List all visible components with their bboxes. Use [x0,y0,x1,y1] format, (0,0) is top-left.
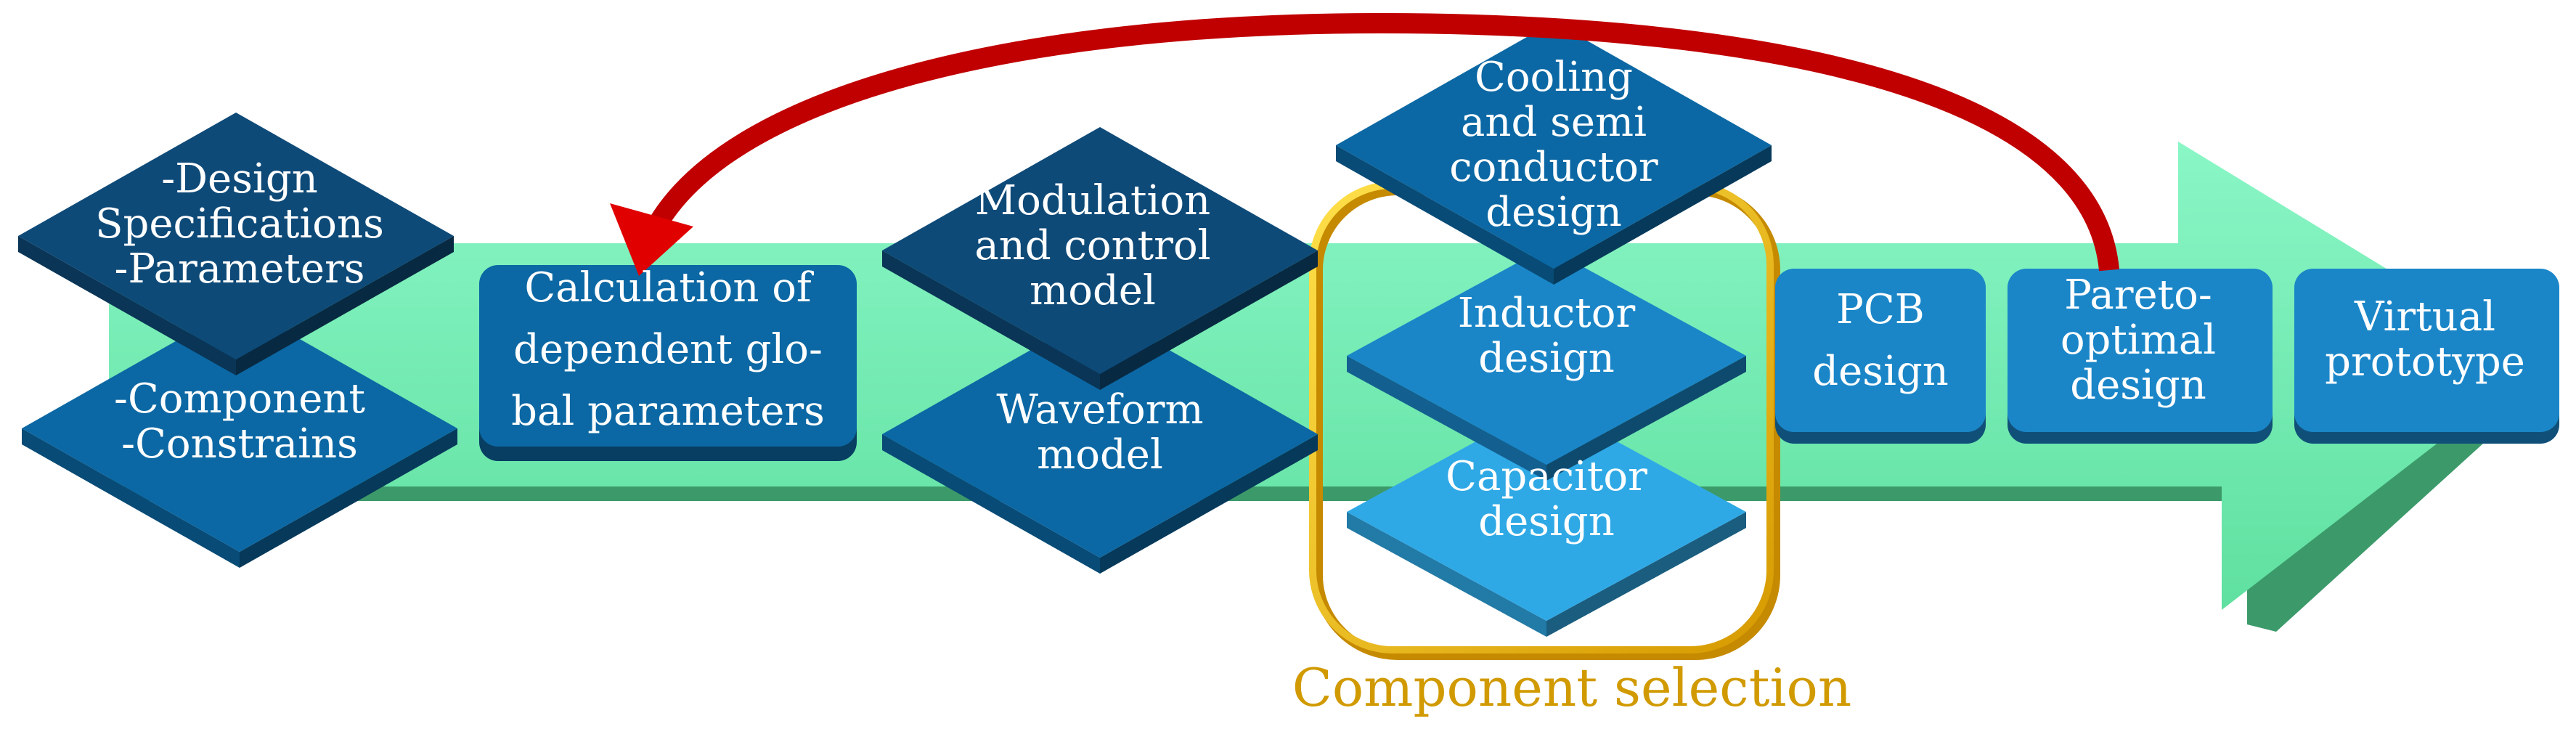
pareto-block-face [2008,269,2273,432]
cooling-label-line: conductor [1449,144,1658,191]
pcb-label: PCB design [1812,286,1949,395]
waveform-label-line: Waveform [996,386,1203,433]
modulation-label-line: model [1030,267,1156,314]
feedback-arrow [610,12,2119,276]
cooling-label-line: design [1485,189,1622,236]
global-params-label: Calculation of dependent glo-bal paramete… [511,264,825,435]
pcb-block-face [1775,269,1986,432]
component-constraints-block-top [22,305,457,552]
cooling-block-side-left [1336,145,1554,285]
waveform-block [882,311,1318,574]
waveform-block-side-left [882,434,1100,574]
pareto-block [2008,269,2273,444]
feedback-arrow-head [610,203,693,276]
waveform-label-line: model [1037,431,1163,478]
cooling-label-line: Cooling [1475,54,1633,101]
component-constraints-label-line: -Component [114,375,365,423]
virtual-prototype-label-line: prototype [2325,338,2525,386]
global-params-label-line: dependent glo- [513,326,823,373]
inductor-label-line: design [1478,335,1615,382]
cooling-block-top [1336,22,1772,269]
inductor-block-side-right [1546,356,1746,481]
component-constraints-label: -Component-Constrains [114,375,365,468]
modulation-label-line: and control [974,222,1210,269]
pcb-label-line: PCB [1836,286,1925,333]
component-constraints-block-side-left [22,428,240,568]
component-constraints-block-side-right [240,428,457,568]
capacitor-block-side-left [1347,512,1546,637]
capacitor-label-line: design [1478,498,1615,545]
modulation-block-side-left [882,251,1100,390]
pareto-label-line: Pareto- [2064,272,2212,319]
capacitor-block [1347,403,1746,637]
inductor-block-top [1347,247,1746,465]
cooling-label-line: and semi [1461,99,1647,146]
inductor-block [1347,247,1746,481]
waveform-block-side-right [1100,434,1318,574]
process-arrow-body [109,142,2541,610]
design-specs-label-line: Specifications [95,200,384,248]
pareto-label-line: design [2070,362,2206,409]
modulation-label-line: Modulation [975,177,1210,224]
global-params-label-line: bal parameters [511,388,825,435]
design-specs-block [18,113,454,375]
global-params-block-face [479,265,857,447]
component-constraints-block [22,305,457,568]
modulation-block-side-right [1100,251,1318,390]
design-specs-label-line: -Design [161,155,318,203]
design-specs-block-top [18,113,454,359]
design-specs-block-side-right [236,236,454,375]
inductor-block-side-left [1347,356,1546,481]
capacitor-label-line: Capacitor [1446,453,1647,500]
cooling-block-side-right [1554,145,1772,285]
virtual-prototype-label-line: Virtual [2354,293,2495,341]
capacitor-block-side-right [1546,512,1746,637]
pcb-label-line: design [1812,348,1949,395]
virtual-prototype-block [2294,269,2559,444]
design-specs-block-side-left [18,236,236,375]
feedback-arrow-curve [648,12,2119,272]
inductor-label-line: Inductor [1458,290,1636,337]
component-constraints-label-line: -Constrains [121,420,358,468]
waveform-block-top [882,311,1318,558]
component-selection-caption: Component selection [1292,657,1852,718]
cooling-block [1336,22,1772,285]
design-specs-label-line: -Parameters [114,245,364,293]
pcb-block [1775,269,1986,444]
modulation-block-top [882,127,1318,374]
global-params-label-line: Calculation of [524,264,815,311]
capacitor-block-top [1347,403,1746,621]
global-params-block [479,265,857,461]
pareto-label-line: optimal [2061,317,2216,364]
virtual-prototype-block-face [2294,269,2559,432]
modulation-block [882,127,1318,390]
